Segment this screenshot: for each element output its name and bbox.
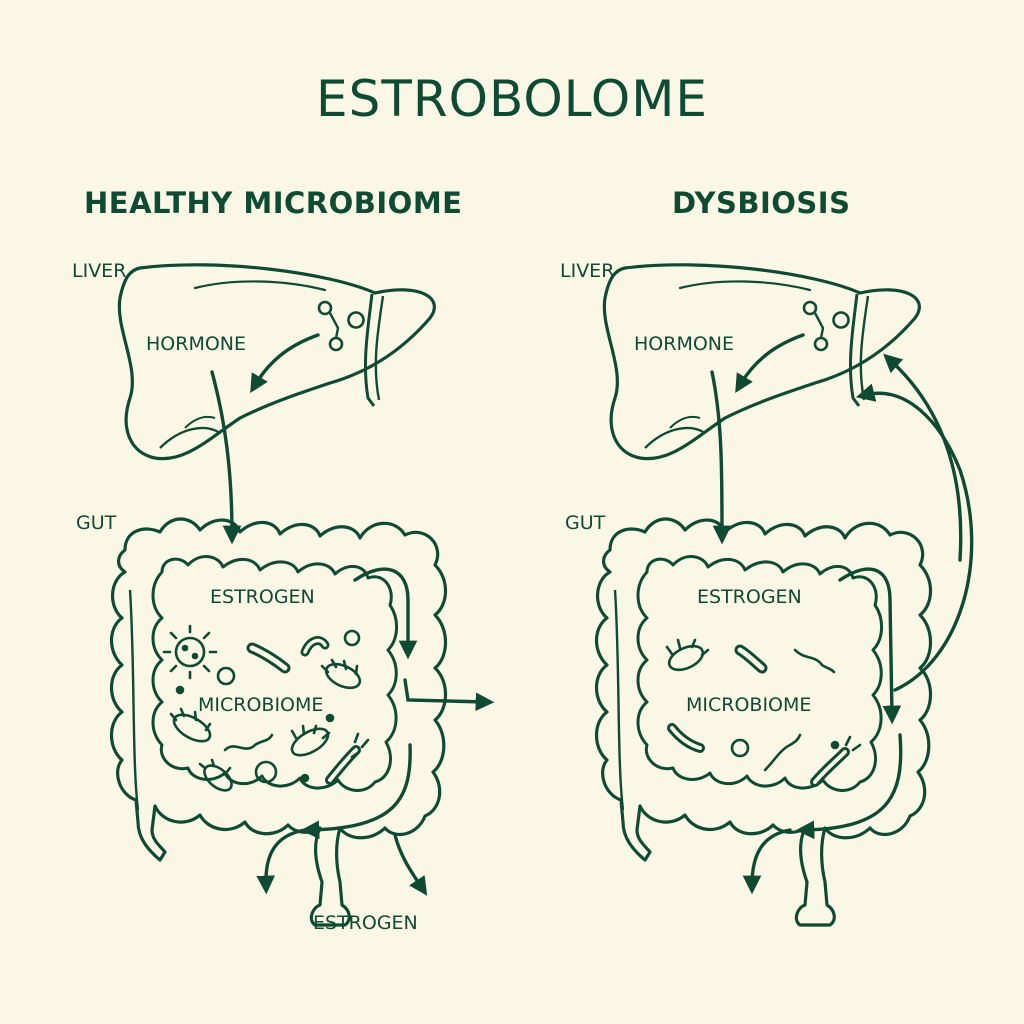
healthy-liver-illustration (117, 263, 436, 461)
rectum-arrow (256, 828, 307, 895)
healthy-panel-graphics (109, 263, 495, 927)
reabsorption-outer-arrow (855, 383, 974, 692)
dysbiosis-panel-heading: DYSBIOSIS (672, 186, 851, 220)
estrogen-exit-arrow (403, 678, 495, 712)
dysbiosis-panel-graphics (594, 263, 974, 927)
liver-internal-arrow (250, 333, 320, 394)
liver-to-gut-arrow (210, 370, 242, 545)
liver-to-gut-arrow (710, 370, 732, 545)
colon-lower-arrow (300, 743, 412, 840)
liver-internal-arrow (735, 333, 805, 394)
colon-lower-arrow (795, 733, 903, 840)
reabsorption-inner-arrow (883, 353, 963, 562)
dysbiosis-flow-arrows (710, 333, 974, 895)
dysbiosis-hormone-label: HORMONE (634, 333, 735, 355)
healthy-output-estrogen-label: ESTROGEN (313, 912, 418, 934)
healthy-liver-label: LIVER (72, 260, 127, 282)
dysbiosis-gut-label: GUT (565, 512, 606, 534)
healthy-gut-label: GUT (76, 512, 117, 534)
healthy-panel-heading: HEALTHY MICROBIOME (84, 186, 463, 220)
healthy-gut-illustration (109, 517, 448, 927)
dysbiosis-liver-illustration (602, 263, 921, 461)
colon-descending-arrow (353, 567, 418, 660)
healthy-microbes (162, 624, 370, 792)
dysbiosis-microbes (665, 638, 862, 787)
dysbiosis-microbiome-label: MICROBIOME (686, 694, 812, 716)
colon-descending-arrow (838, 567, 902, 725)
dysbiosis-gut-illustration (594, 517, 933, 927)
diagram-title: ESTROBOLOME (316, 70, 708, 128)
dysbiosis-liver-label: LIVER (560, 260, 615, 282)
dysbiosis-estrogen-label: ESTROGEN (697, 586, 802, 608)
healthy-estrogen-label: ESTROGEN (210, 586, 315, 608)
healthy-microbiome-label: MICROBIOME (198, 694, 324, 716)
rectum-arrow (742, 828, 792, 895)
healthy-flow-arrows (210, 333, 495, 896)
healthy-hormone-label: HORMONE (146, 333, 247, 355)
estrogen-excretion-arrow (393, 833, 428, 896)
